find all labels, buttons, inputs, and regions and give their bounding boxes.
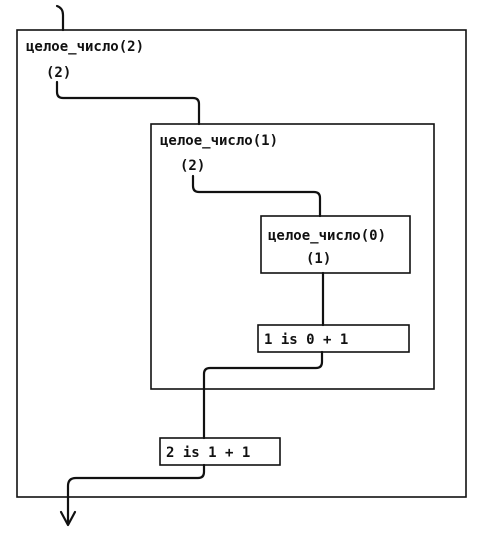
middle-to-inner-wire [191, 174, 322, 218]
inner-goal-to-outer-goal-wire [202, 350, 324, 440]
inner-goal-box [257, 324, 410, 353]
outer-goal-label: 2 is 1 + 1 [166, 445, 250, 461]
inner-arg-label: (1) [306, 251, 331, 267]
exit-arrowhead-icon [59, 510, 77, 527]
middle-frame [150, 123, 435, 390]
inner-call-label: целое_число(0) [268, 228, 386, 244]
outer-to-middle-wire [55, 80, 201, 126]
inner-goal-label: 1 is 0 + 1 [264, 332, 348, 348]
middle-arg-label: (2) [180, 158, 205, 174]
outer-call-label: целое_число(2) [26, 39, 144, 55]
inner-call-box [260, 215, 411, 274]
outer-goal-box [159, 437, 281, 466]
entry-wire [55, 4, 65, 32]
exit-wire [66, 463, 206, 524]
outer-arg-label: (2) [46, 65, 71, 81]
outer-frame [16, 29, 467, 498]
middle-call-label: целое_число(1) [160, 133, 278, 149]
